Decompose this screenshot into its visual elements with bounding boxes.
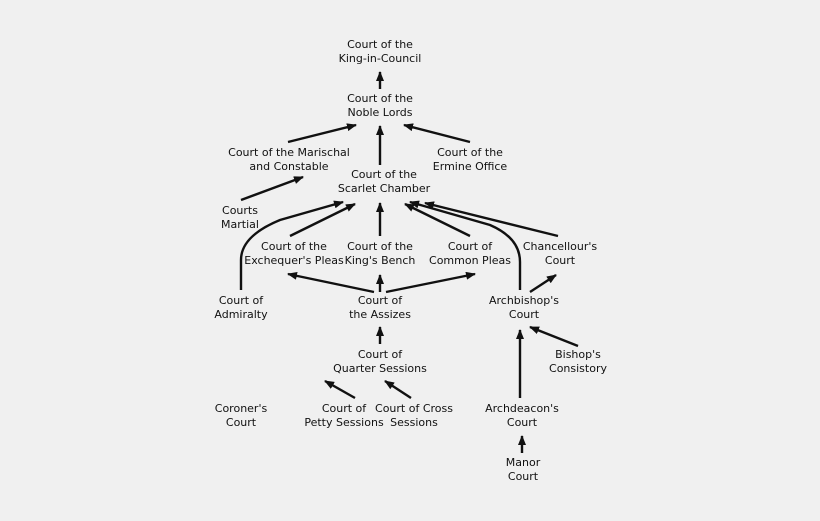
- edge-common-pleas-to-scarlet: [404, 202, 471, 238]
- node-kings-bench: Court of the King's Bench: [344, 240, 416, 267]
- node-king-in-council: Court of the King-in-Council: [338, 38, 422, 65]
- node-admiralty: Court of Admiralty: [214, 294, 268, 321]
- edge-archbishop-to-scarlet: [409, 200, 522, 290]
- edge-bishop-to-archbishop: [529, 325, 579, 348]
- edge-petty-to-quarter: [324, 379, 356, 400]
- node-courts-martial: Courts Martial: [221, 204, 259, 231]
- node-chancellour: Chancellour's Court: [522, 240, 598, 267]
- node-cross-sessions: Court of Cross Sessions: [375, 402, 453, 429]
- node-bishop: Bishop's Consistory: [549, 348, 607, 375]
- edge-courts-martial-to-marischal: [240, 175, 304, 202]
- edge-ermine-to-noble-lords: [403, 123, 471, 144]
- node-scarlet-chamber: Court of the Scarlet Chamber: [337, 168, 431, 195]
- node-common-pleas: Court of Common Pleas: [429, 240, 511, 267]
- edge-exchequer-to-scarlet: [289, 202, 356, 238]
- node-coroner: Coroner's Court: [214, 402, 268, 429]
- edge-archbishop-to-chancellour: [529, 273, 557, 294]
- edge-cross-to-quarter: [384, 379, 412, 400]
- node-archdeacon: Archdeacon's Court: [485, 402, 559, 429]
- node-quarter-sessions: Court of Quarter Sessions: [333, 348, 427, 375]
- node-manor: Manor Court: [505, 456, 541, 483]
- node-noble-lords: Court of the Noble Lords: [347, 92, 413, 119]
- edge-assizes-to-exchequer: [287, 271, 375, 294]
- node-archbishop: Archbishop's Court: [488, 294, 560, 321]
- edge-admiralty-to-scarlet: [239, 200, 344, 290]
- edge-assizes-to-common-pleas: [385, 271, 476, 294]
- node-exchequer: Court of the Exchequer's Pleas: [244, 240, 344, 267]
- node-assizes: Court of the Assizes: [349, 294, 411, 321]
- node-petty-sessions: Court of Petty Sessions: [304, 402, 384, 429]
- node-marischal: Court of the Marischal and Constable: [228, 146, 350, 173]
- edge-chancellour-to-scarlet: [424, 201, 559, 238]
- edge-marischal-to-noble-lords: [287, 123, 357, 144]
- node-ermine: Court of the Ermine Office: [432, 146, 508, 173]
